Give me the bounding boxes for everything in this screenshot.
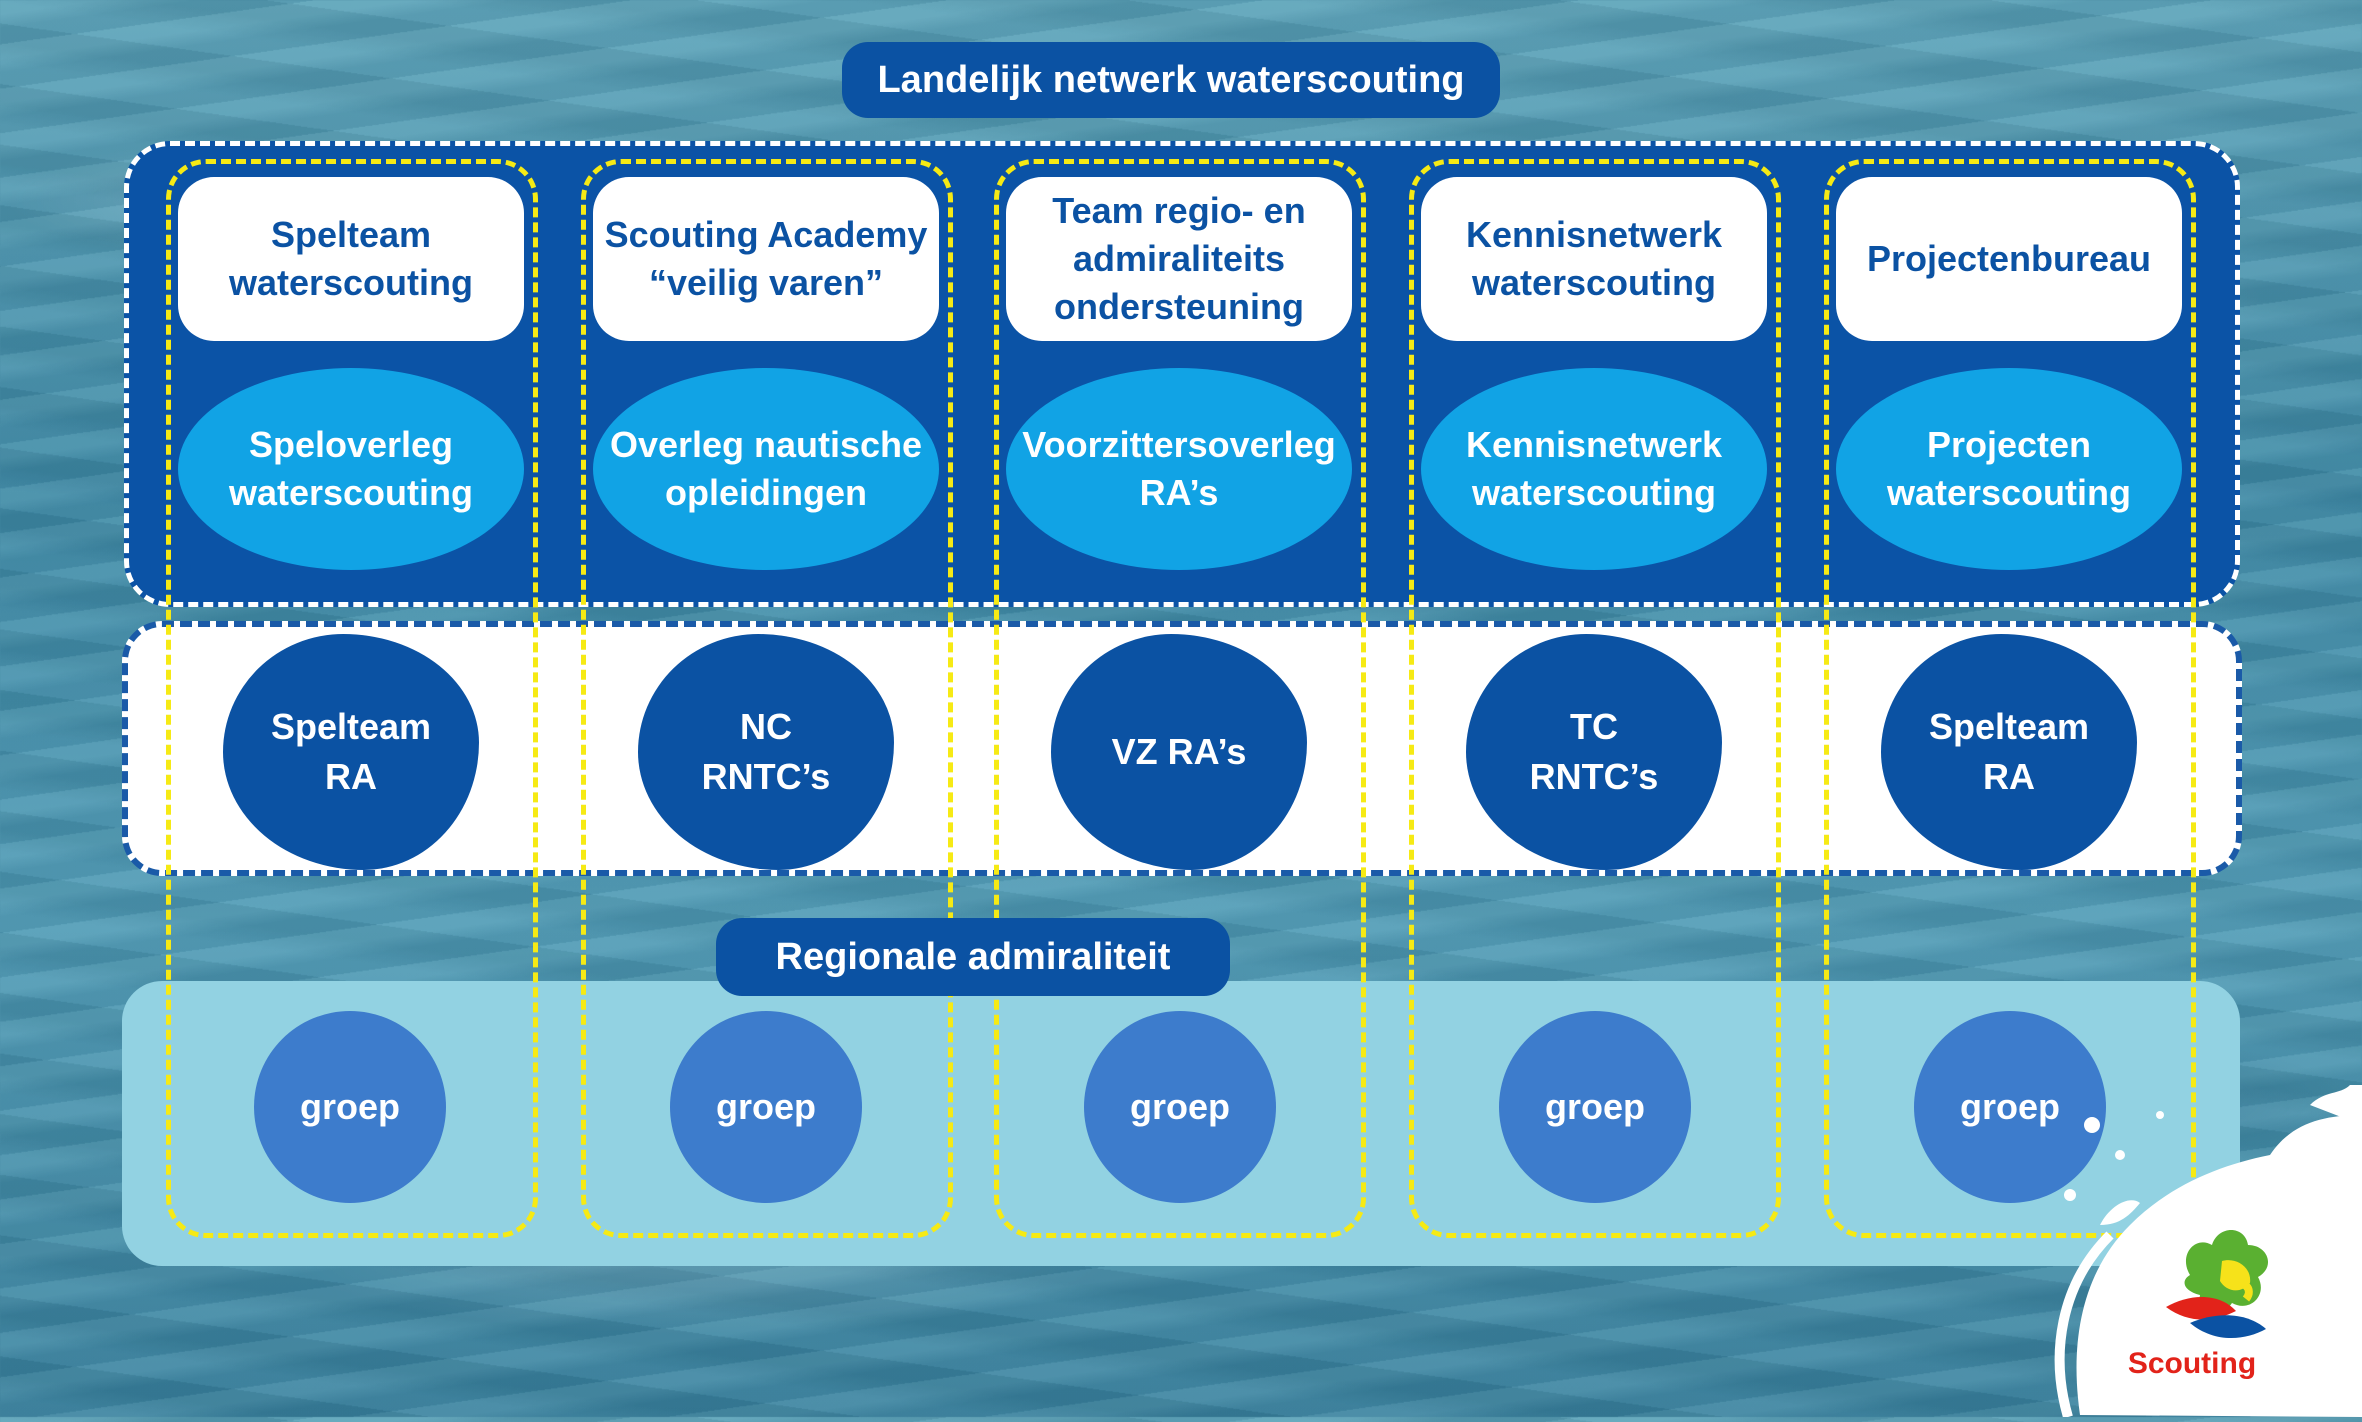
column-outline-5	[1824, 159, 2196, 1238]
group-circle: groep	[670, 1011, 862, 1203]
header-title: Landelijk netwerk waterscouting	[842, 42, 1500, 118]
team-name-box: Team regio- en admiraliteits ondersteuni…	[1006, 177, 1352, 341]
meeting-oval: Kennisnetwerk waterscouting	[1421, 368, 1767, 570]
group-circle: groep	[1499, 1011, 1691, 1203]
meeting-oval: Speloverleg waterscouting	[178, 368, 524, 570]
meeting-oval: Voorzittersoverleg RA’s	[1006, 368, 1352, 570]
meeting-oval: Projecten waterscouting	[1836, 368, 2182, 570]
group-circle: groep	[254, 1011, 446, 1203]
team-name-box: Kennisnetwerk waterscouting	[1421, 177, 1767, 341]
regional-role-blob: NC RNTC’s	[638, 634, 894, 870]
column-outline-3	[994, 159, 1366, 1238]
regional-role-blob: VZ RA’s	[1051, 634, 1307, 870]
regional-admiralty-label: Regionale admiraliteit	[716, 918, 1230, 996]
regional-role-blob: Spelteam RA	[1881, 634, 2137, 870]
scouting-logo-graphic	[2054, 1085, 2362, 1419]
team-name-box: Spelteam waterscouting	[178, 177, 524, 341]
scouting-logo-text: Scouting	[2127, 1347, 2257, 1380]
regional-role-blob: Spelteam RA	[223, 634, 479, 870]
column-outline-2	[581, 159, 953, 1238]
column-outline-4	[1409, 159, 1781, 1238]
meeting-oval: Overleg nautische opleidingen	[593, 368, 939, 570]
regional-role-blob: TC RNTC’s	[1466, 634, 1722, 870]
team-name-box: Projectenbureau	[1836, 177, 2182, 341]
group-circle: groep	[1914, 1011, 2106, 1203]
column-outline-1	[166, 159, 538, 1238]
scouting-logo: Scouting	[2040, 1085, 2362, 1419]
group-circle: groep	[1084, 1011, 1276, 1203]
team-name-box: Scouting Academy “veilig varen”	[593, 177, 939, 341]
